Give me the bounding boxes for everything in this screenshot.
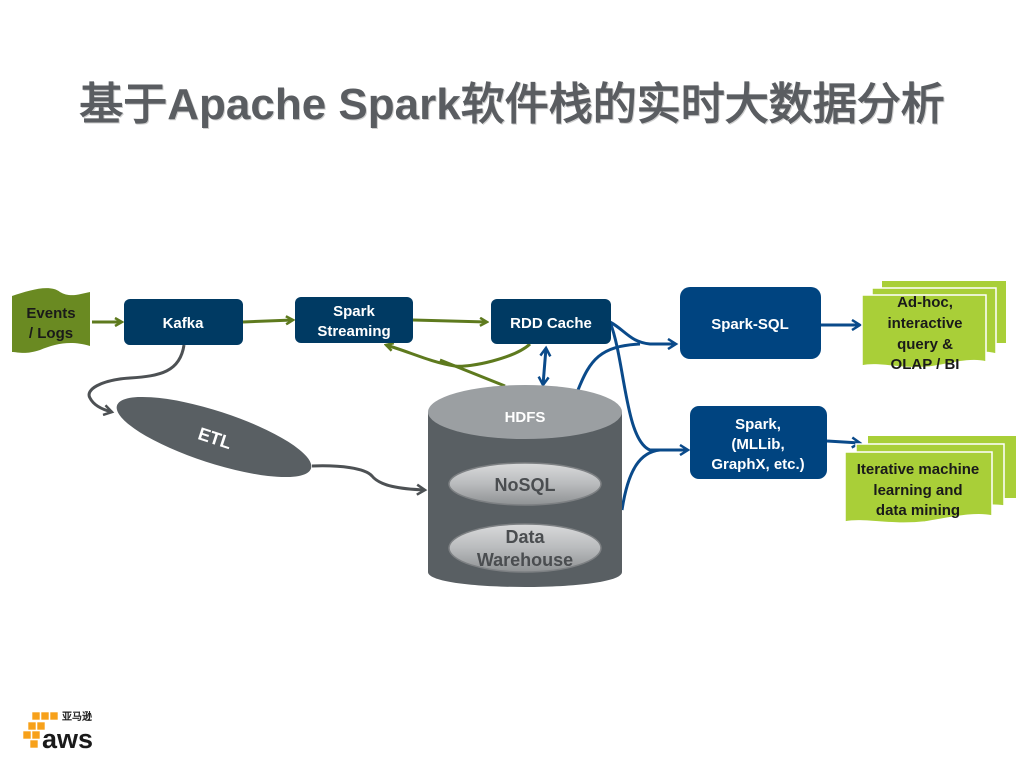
events-label-line1: Events — [26, 305, 75, 322]
data-warehouse-label-line1: Data — [505, 527, 545, 547]
node-rdd-cache: RDD Cache — [491, 299, 611, 344]
aws-brand-text: aws — [42, 724, 93, 754]
node-spark-sql: Spark-SQL — [680, 287, 821, 359]
spark-streaming-label-line2: Streaming — [317, 323, 390, 340]
arrow-sparkml-to-mloutput — [826, 441, 860, 443]
arrow-streaming-to-rdd — [412, 320, 487, 322]
node-spark-mllib: Spark, (MLLib, GraphX, etc.) — [690, 406, 827, 479]
arrow-kafka-to-etl — [87, 344, 186, 412]
node-ml-output: Iterative machine learning and data mini… — [844, 436, 1016, 524]
aws-cn-text: 亚马逊 — [62, 710, 92, 723]
nosql-label: NoSQL — [495, 475, 556, 495]
node-etl: ETL — [116, 396, 312, 478]
data-warehouse-store: Data Warehouse — [448, 523, 602, 573]
adhoc-label-line4: OLAP / BI — [891, 356, 960, 373]
arrow-rdd-to-sparksql — [609, 320, 676, 344]
arrow-rdd-to-streaming — [386, 344, 532, 368]
node-adhoc-olap: Ad-hoc, interactive query & OLAP / BI — [861, 281, 1006, 373]
arrow-rdd-to-sparkml — [608, 321, 688, 450]
hdfs-top — [428, 385, 622, 439]
data-warehouse-label-line2: Warehouse — [477, 550, 573, 570]
adhoc-label-line1: Ad-hoc, — [897, 294, 953, 311]
document-shape — [12, 288, 90, 353]
node-events-logs: Events / Logs — [12, 288, 90, 353]
events-label-line2: / Logs — [29, 325, 73, 342]
slide-title: 基于Apache Spark软件栈的实时大数据分析 — [79, 80, 945, 129]
hdfs-label: HDFS — [505, 409, 546, 426]
node-kafka: Kafka — [124, 299, 243, 345]
spark-streaming-label-line1: Spark — [333, 303, 375, 320]
nosql-store: NoSQL — [448, 462, 602, 506]
node-hdfs: HDFS NoSQL Data Warehouse — [428, 385, 622, 587]
aws-cubes-icon: 亚马逊 aws — [22, 710, 93, 754]
spark-sql-label: Spark-SQL — [711, 316, 789, 333]
adhoc-label-line3: query & — [897, 336, 953, 353]
ml-output-label-line3: data mining — [876, 502, 960, 519]
arrow-kafka-to-streaming — [242, 320, 293, 322]
spark-ml-label-line1: Spark, — [735, 416, 781, 433]
arrow-hdfs-to-sparkml — [620, 448, 661, 511]
arrow-hdfs-to-streaming — [439, 358, 506, 388]
spark-ml-label-line3: GraphX, etc.) — [711, 456, 804, 473]
ml-output-label-line2: learning and — [873, 482, 962, 499]
node-spark-streaming: Spark Streaming — [295, 297, 413, 343]
arrow-etl-to-hdfs — [311, 464, 425, 490]
arrow-rdd-hdfs-bidirectional — [543, 348, 546, 385]
kafka-label: Kafka — [163, 315, 205, 332]
rdd-cache-label: RDD Cache — [510, 315, 592, 332]
arrow-hdfs-to-sparksql — [576, 342, 641, 391]
ml-output-label-line1: Iterative machine — [857, 461, 980, 478]
aws-logo: 亚马逊 aws — [22, 708, 122, 754]
adhoc-label-line2: interactive — [887, 315, 962, 332]
spark-ml-label-line2: (MLLib, — [731, 436, 784, 453]
